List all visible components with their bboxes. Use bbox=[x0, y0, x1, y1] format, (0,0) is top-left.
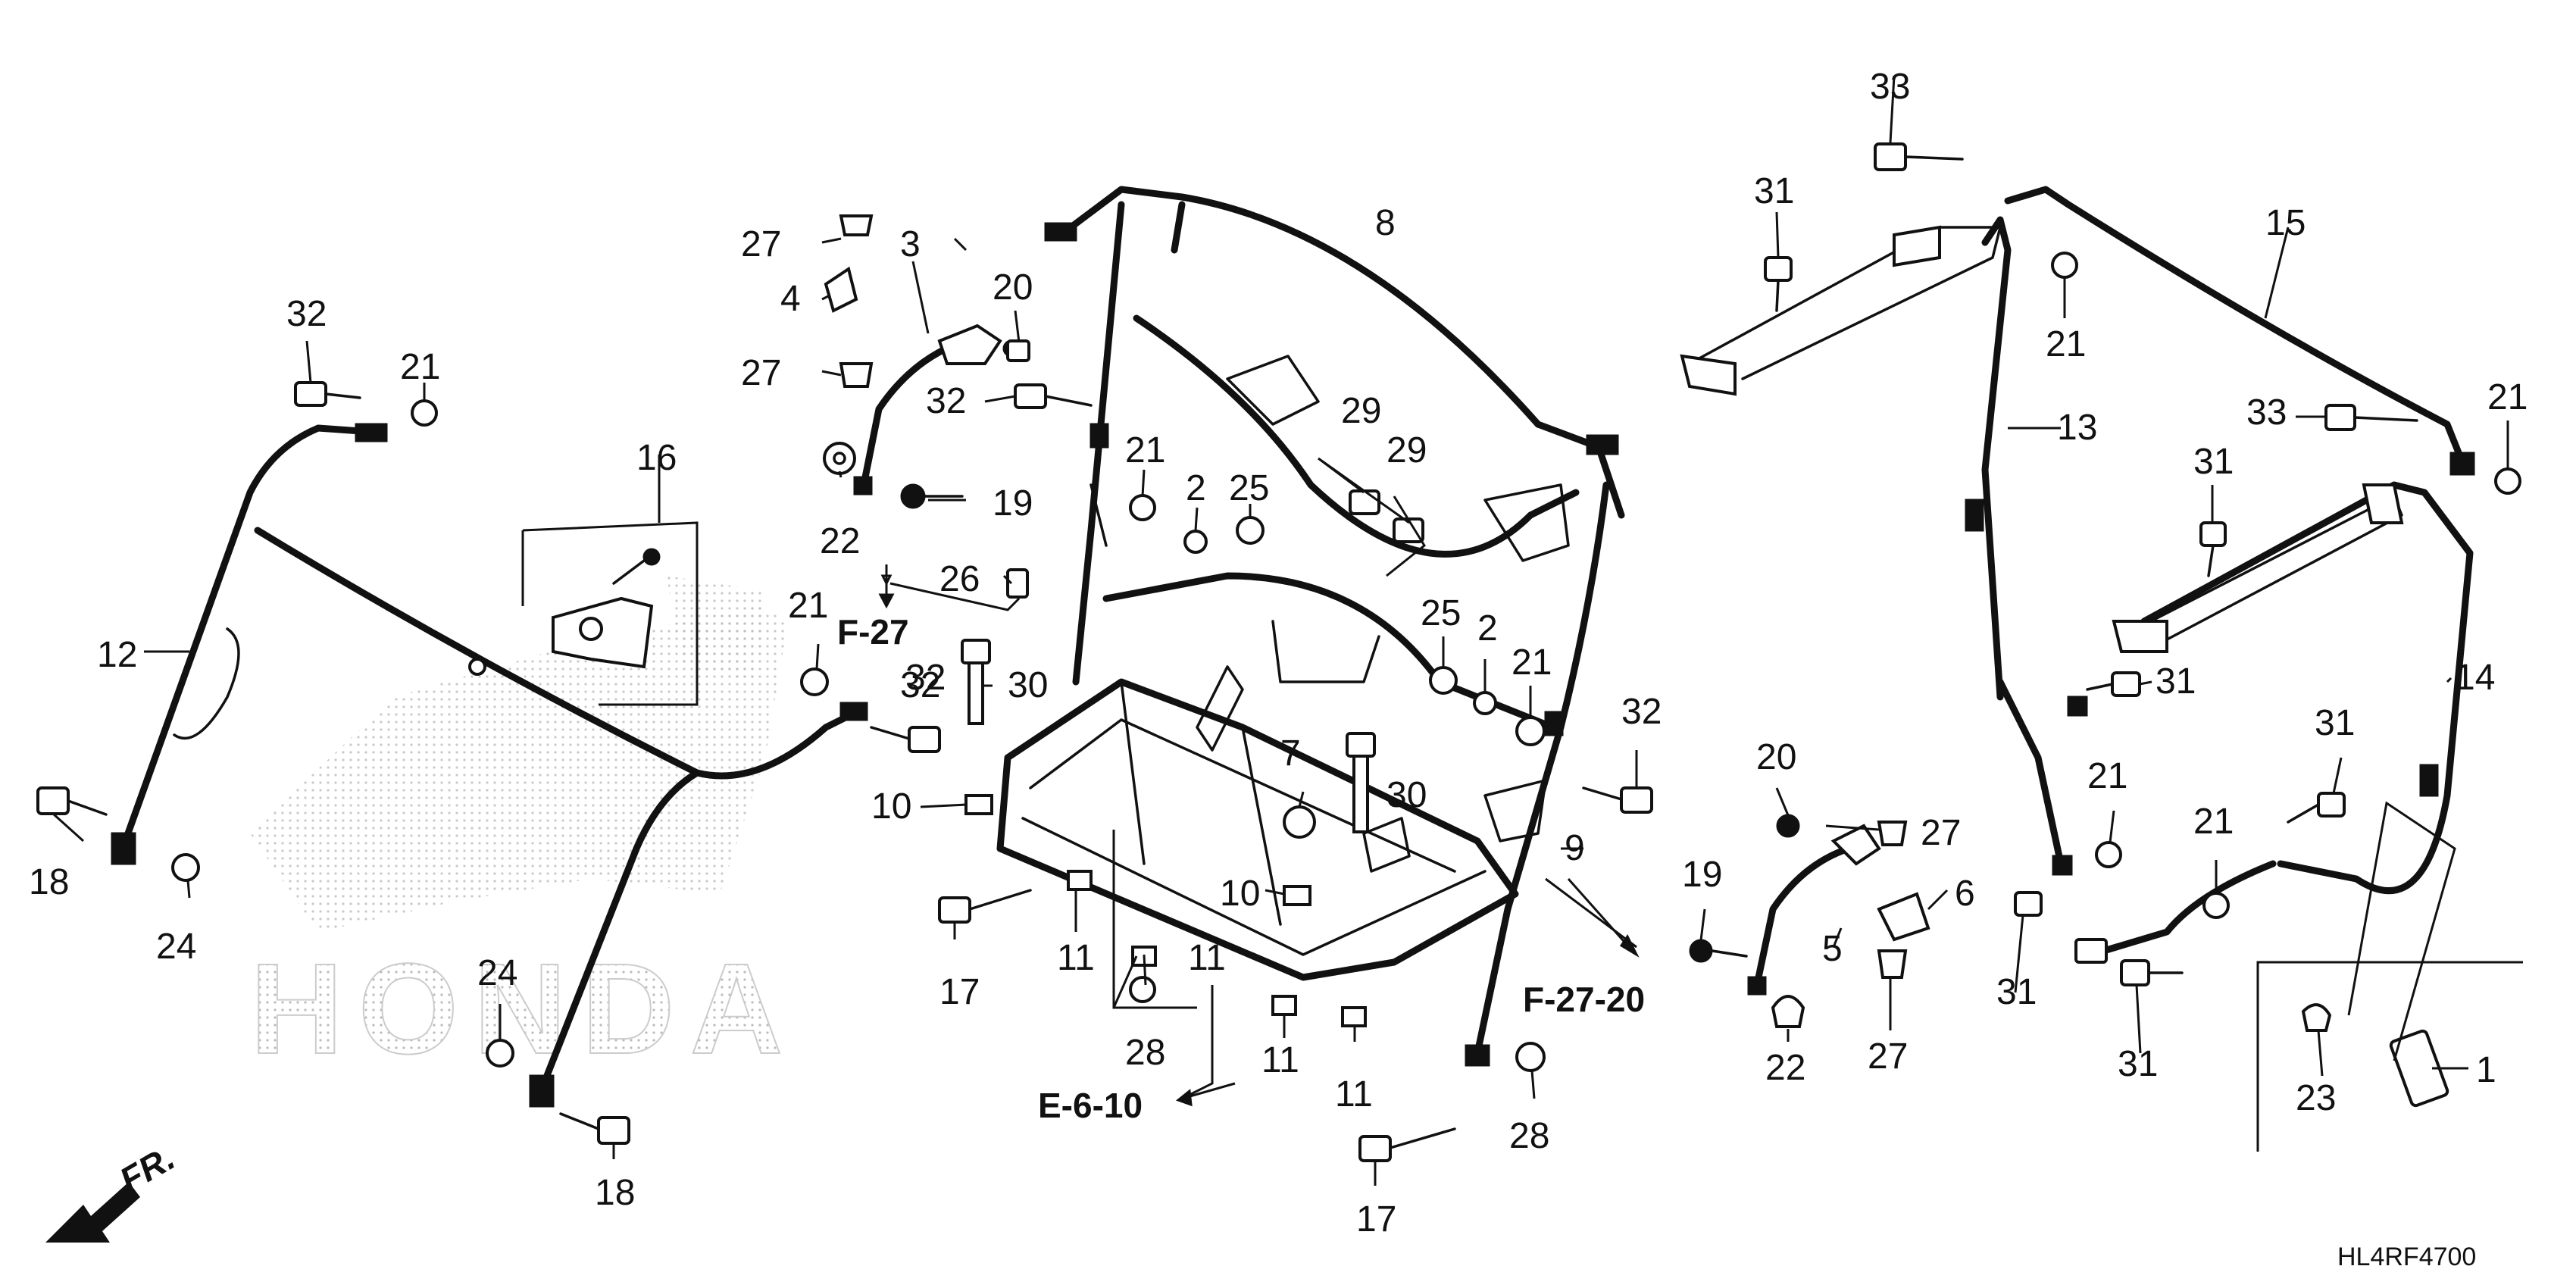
right-small-hardware bbox=[1689, 814, 1908, 1028]
callout-26: 26 bbox=[939, 559, 980, 599]
callout-numbers: 32 21 16 12 21 32 18 24 24 18 27 4 27 3 … bbox=[29, 67, 2528, 1240]
callout-4: 4 bbox=[780, 279, 801, 319]
right-bolts bbox=[1764, 142, 2521, 1108]
part-16-bracket bbox=[521, 521, 699, 706]
callout-18: 18 bbox=[29, 862, 69, 902]
callout-24: 24 bbox=[477, 953, 517, 993]
callout-32: 32 bbox=[926, 381, 966, 421]
callout-22: 22 bbox=[1765, 1048, 1805, 1088]
callout-6: 6 bbox=[1955, 874, 1975, 914]
callout-32: 32 bbox=[900, 665, 940, 705]
callout-7: 7 bbox=[1280, 733, 1301, 774]
callout-10: 10 bbox=[1220, 874, 1260, 914]
part-12-front-roll-bar bbox=[111, 423, 868, 1108]
callout-25: 25 bbox=[1421, 593, 1461, 633]
part-8-main-frame bbox=[996, 186, 1625, 1067]
part-27-clip-upper bbox=[839, 214, 874, 388]
callout-31: 31 bbox=[2193, 442, 2234, 482]
callout-3: 3 bbox=[900, 224, 921, 264]
callout-28: 28 bbox=[1509, 1116, 1549, 1156]
callout-13: 13 bbox=[2057, 408, 2097, 448]
reference-labels: F-27 F-27-20 E-6-10 bbox=[837, 612, 1645, 1125]
part-6-clip bbox=[1877, 892, 1930, 942]
callout-33: 33 bbox=[1870, 67, 1910, 107]
diagram-code: HL4RF4700 bbox=[2337, 1243, 2476, 1271]
callout-31: 31 bbox=[2156, 661, 2196, 702]
reference-e-6-10: E-6-10 bbox=[1038, 1086, 1143, 1125]
reference-f-27: F-27 bbox=[837, 612, 909, 652]
callout-19: 19 bbox=[993, 483, 1033, 524]
callout-24: 24 bbox=[156, 927, 196, 967]
right-enclosure bbox=[2256, 961, 2523, 1152]
callout-29: 29 bbox=[1341, 391, 1381, 431]
reference-arrows bbox=[878, 564, 1640, 1107]
callout-11: 11 bbox=[1057, 938, 1095, 978]
callout-15: 15 bbox=[2265, 203, 2306, 243]
callout-28: 28 bbox=[1125, 1033, 1165, 1073]
callout-19: 19 bbox=[1682, 855, 1722, 895]
callout-2: 2 bbox=[1186, 468, 1206, 508]
callout-31: 31 bbox=[1996, 972, 2037, 1012]
callout-27: 27 bbox=[1921, 813, 1961, 853]
callout-10: 10 bbox=[871, 786, 911, 827]
callout-21: 21 bbox=[2046, 324, 2086, 364]
callout-2: 2 bbox=[1477, 608, 1498, 649]
callout-27: 27 bbox=[1868, 1036, 1908, 1077]
part-15-roll-bar bbox=[2004, 186, 2475, 476]
callout-21: 21 bbox=[788, 586, 828, 626]
callout-30: 30 bbox=[1008, 665, 1048, 705]
callout-32: 32 bbox=[1621, 692, 1662, 732]
callout-16: 16 bbox=[636, 438, 677, 478]
callout-27: 27 bbox=[741, 224, 781, 264]
callout-23: 23 bbox=[2296, 1078, 2336, 1118]
callout-31: 31 bbox=[2315, 703, 2355, 743]
callout-17: 17 bbox=[939, 972, 980, 1012]
part-4-clip bbox=[824, 266, 858, 313]
callout-20: 20 bbox=[1756, 737, 1796, 777]
part-5-bracket bbox=[1747, 824, 1881, 996]
callout-33: 33 bbox=[2246, 392, 2287, 433]
callout-21: 21 bbox=[2487, 377, 2528, 417]
callout-21: 21 bbox=[2087, 756, 2127, 796]
callout-1: 1 bbox=[2476, 1050, 2496, 1090]
callout-8: 8 bbox=[1375, 203, 1396, 243]
leader-lines bbox=[52, 75, 2509, 1186]
callout-22: 22 bbox=[820, 521, 860, 561]
front-arrow: FR. bbox=[45, 1138, 181, 1243]
callout-18: 18 bbox=[595, 1173, 635, 1213]
reference-f-27-20: F-27-20 bbox=[1523, 980, 1645, 1019]
callout-27: 27 bbox=[741, 353, 781, 393]
callout-14: 14 bbox=[2455, 658, 2495, 698]
callout-29: 29 bbox=[1386, 430, 1427, 470]
callout-30: 30 bbox=[1386, 775, 1427, 815]
callout-5: 5 bbox=[1822, 929, 1843, 969]
watermark-text: HONDA bbox=[250, 937, 798, 1081]
callout-17: 17 bbox=[1356, 1199, 1396, 1240]
callout-31: 31 bbox=[2118, 1044, 2158, 1084]
callout-25: 25 bbox=[1229, 468, 1269, 508]
part-14-roll-bar bbox=[2074, 481, 2474, 964]
callout-9: 9 bbox=[1565, 828, 1585, 868]
callout-21: 21 bbox=[1512, 642, 1552, 683]
callout-20: 20 bbox=[993, 267, 1033, 308]
callout-11: 11 bbox=[1261, 1040, 1299, 1080]
callout-21: 21 bbox=[400, 347, 440, 387]
callout-11: 11 bbox=[1335, 1074, 1373, 1114]
front-arrow-icon bbox=[45, 1182, 140, 1243]
callout-21: 21 bbox=[2193, 802, 2234, 842]
part-13-roll-bar bbox=[1680, 216, 2088, 876]
callout-11: 11 bbox=[1188, 938, 1226, 978]
callout-32: 32 bbox=[905, 658, 946, 698]
hardware-bolts bbox=[36, 339, 1653, 1162]
callout-31: 31 bbox=[1754, 171, 1794, 211]
callout-21: 21 bbox=[1125, 430, 1165, 470]
callout-32: 32 bbox=[286, 294, 327, 334]
honda-watermark: HONDA bbox=[249, 576, 798, 1082]
callout-12: 12 bbox=[97, 635, 137, 675]
